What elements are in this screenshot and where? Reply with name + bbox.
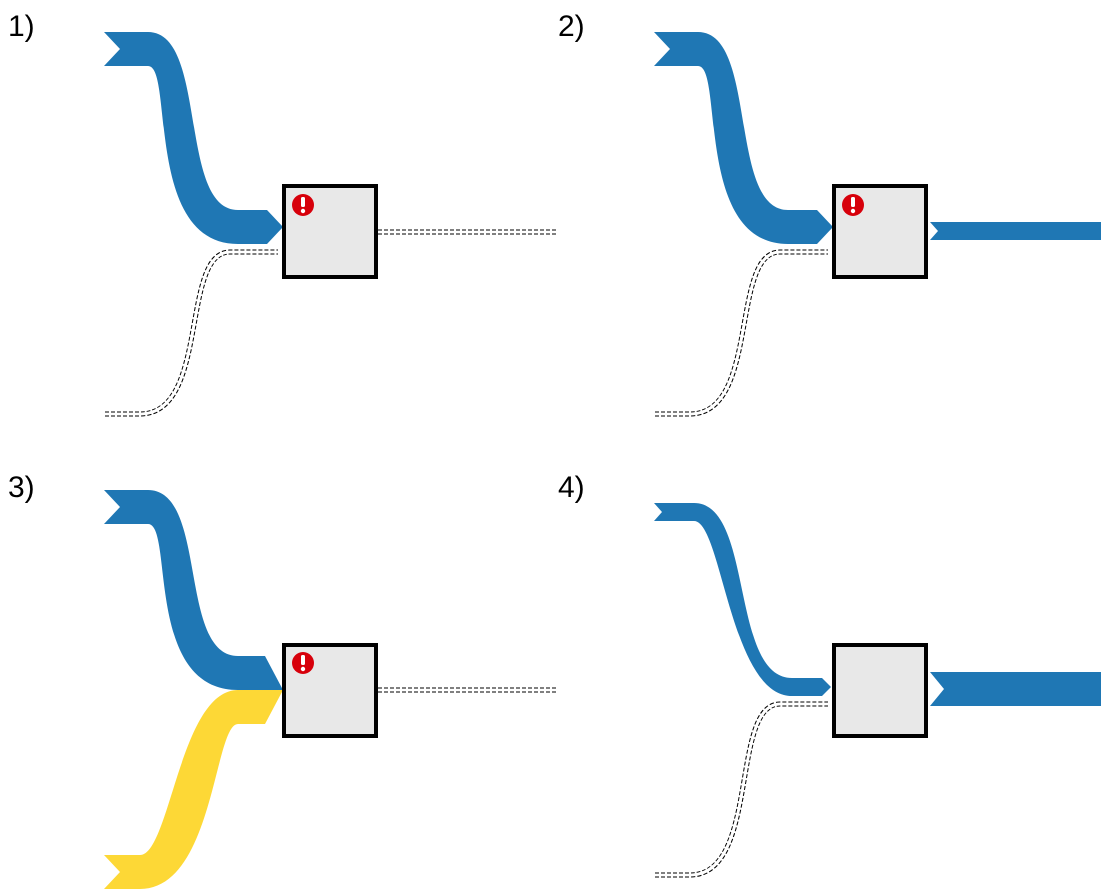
- panel-1-label: 1): [8, 10, 35, 43]
- panel-1: [104, 32, 556, 417]
- output-link-blue-flow: [930, 672, 1101, 706]
- panel-2: [654, 32, 1101, 417]
- warning-icon: [292, 194, 314, 216]
- input-link-top-blue-flow: [654, 503, 831, 696]
- input-link-bottom-yellow-flow: [104, 690, 283, 889]
- node-box[interactable]: [282, 643, 378, 738]
- node-box[interactable]: [832, 643, 928, 738]
- input-link-top-blue-flow: [104, 32, 283, 244]
- panel-3: [104, 490, 556, 889]
- input-link-top-blue-flow: [654, 32, 833, 244]
- input-link-top-blue-flow: [104, 490, 283, 690]
- warning-icon: [842, 194, 864, 216]
- output-link-blue-flow: [930, 222, 1101, 240]
- warning-icon: [292, 652, 314, 674]
- panel-2-label: 2): [558, 10, 585, 43]
- panel-4-label: 4): [558, 471, 585, 504]
- panel-4: [654, 503, 1101, 878]
- panel-3-label: 3): [8, 471, 35, 504]
- node-box[interactable]: [832, 184, 928, 279]
